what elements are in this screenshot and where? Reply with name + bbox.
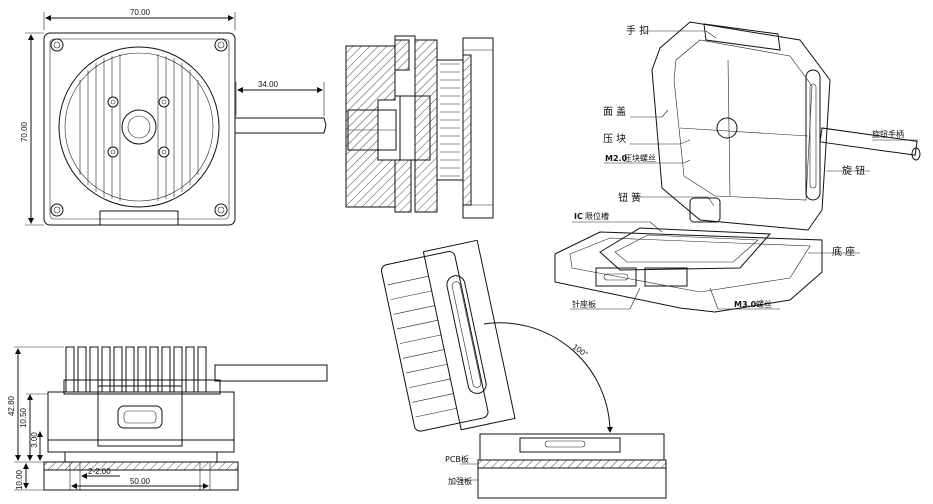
dim-handle-length: 34.00	[258, 80, 279, 89]
label-m3-screw-desc: 螺丝	[756, 299, 772, 309]
dim-pin-spacing: 2-2.00	[88, 467, 111, 476]
label-ic-slot: 限位槽	[585, 211, 609, 221]
label-ic-prefix: IC	[574, 212, 583, 221]
label-m2-screw: M2.0	[605, 154, 628, 163]
dim-total-height: 42.80	[7, 395, 16, 416]
dim-pcb-thickness: 10.00	[15, 469, 24, 490]
dim-sub-height: 10.50	[19, 407, 28, 428]
section-view	[345, 35, 494, 219]
label-stiffener: 加强板	[448, 476, 472, 486]
label-pin-plate: 针座板	[572, 299, 596, 309]
label-knob: 旋 钮	[842, 164, 865, 177]
dim-offset-3: 3.00	[30, 432, 39, 448]
dim-base-width: 50.00	[130, 477, 151, 486]
label-base: 底 座	[832, 245, 855, 258]
label-knob-spring: 钮 簧	[618, 191, 641, 204]
label-press-block: 压 块	[603, 133, 626, 145]
label-handle-grip: 手 扣	[626, 24, 649, 37]
dim-left-height: 70.00	[20, 121, 29, 142]
label-knob-handle: 旋钮手柄	[872, 129, 904, 139]
open-lid-view: 100° PCB板 加强板	[381, 239, 667, 499]
top-view: 70.00 70.00	[20, 8, 327, 226]
dim-top-width: 70.00	[130, 8, 151, 17]
dim-rotation-angle: 100°	[571, 342, 590, 359]
label-cover: 面 盖	[603, 105, 626, 118]
iso-view: 手 扣 面 盖 压 块 M2.0 压块螺丝 钮 簧 IC 限位槽 底 座 针座板…	[554, 21, 921, 313]
label-pcb-board: PCB板	[445, 454, 469, 464]
label-m2-screw-desc: 压块螺丝	[624, 153, 656, 163]
label-m3-screw: M3.0	[734, 300, 757, 309]
side-view: 42.80 10.50 3.00 10.00 2-2.00 50.00	[7, 346, 328, 491]
